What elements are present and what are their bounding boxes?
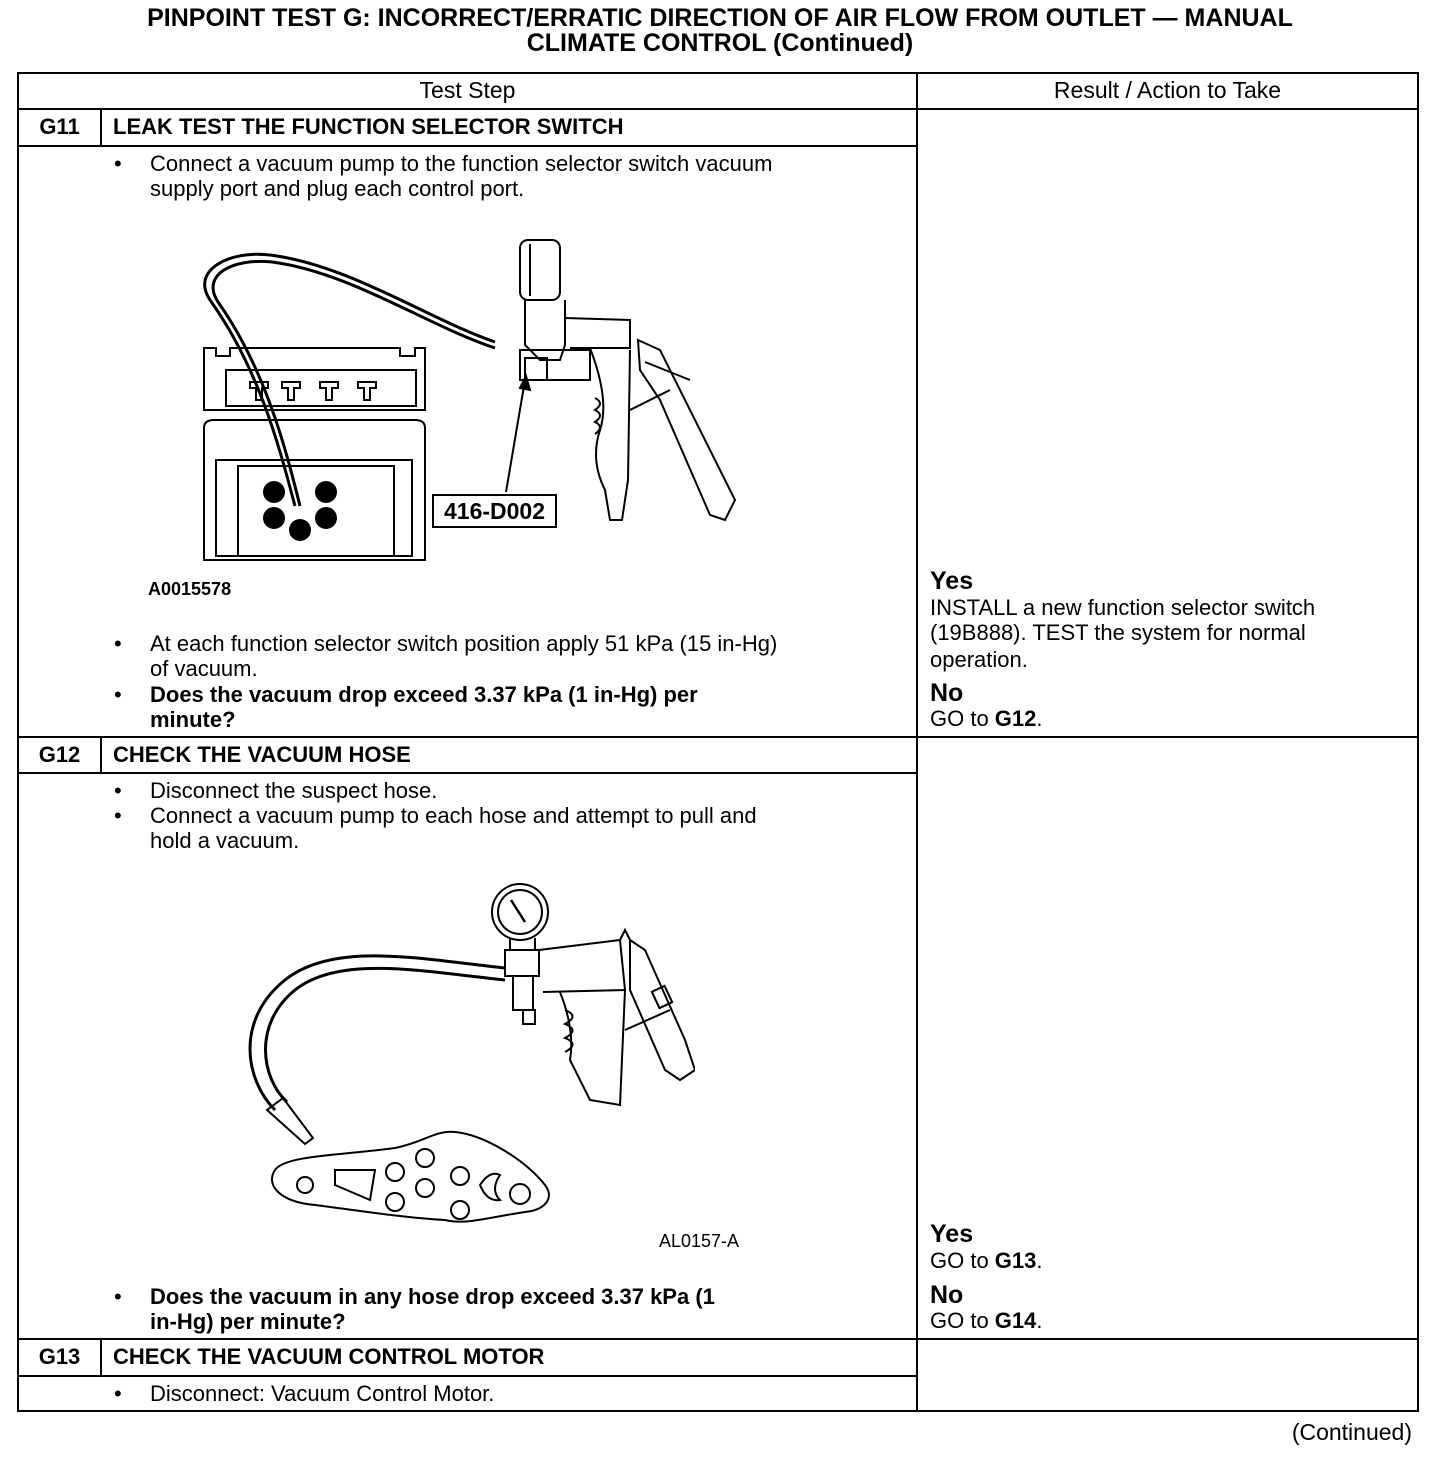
g11-yes-line-1: INSTALL a new function selector switch [930,595,1316,620]
g13-title-divider [17,1375,917,1377]
column-header-test-step: Test Step [419,77,516,103]
g11-bullet-1-line-2: supply port and plug each control port. [150,176,525,201]
g11-no-label: No [930,679,964,707]
g11-no-ref-link[interactable]: G12 [994,706,1037,731]
g11-row-divider [17,736,1419,738]
g11-yes-action: INSTALL a new function selector switch (… [930,595,1315,672]
bullet-marker: • [114,631,122,656]
g12-title-divider [17,772,917,774]
g12-bullet-2-line-2: hold a vacuum. [150,828,300,853]
g12-no-label: No [930,1281,964,1309]
g11-bullet-2: At each function selector switch positio… [150,631,777,681]
continued-note: (Continued) [1291,1419,1412,1445]
step-id-divider-g11 [100,108,102,146]
bullet-marker: • [114,1381,122,1406]
g11-bullet-2-line-2: of vacuum. [150,656,258,681]
bullet-marker: • [114,1284,122,1309]
g12-bullet-3-line-2: in-Hg) per minute? [150,1309,346,1334]
g12-no-ref-link[interactable]: G14 [994,1308,1037,1333]
g12-yes-action: GO to G13. [930,1248,1043,1273]
g11-vacuum-pump-illustration [203,239,737,561]
step-id-g11: G11 [39,114,80,139]
bullet-marker: • [114,778,122,803]
g11-yes-label: Yes [930,567,974,595]
step-id-divider-g13 [100,1338,102,1376]
g11-bullet-2-line-1: At each function selector switch positio… [150,631,778,656]
g11-no-end: . [1036,706,1043,731]
g12-no-end: . [1036,1308,1043,1333]
step-title-g12: CHECK THE VACUUM HOSE [113,742,411,767]
pinpoint-test-table [17,72,1419,1412]
g11-yes-line-2: (19B888). TEST the system for normal [930,620,1306,645]
g12-figure-code: AL0157-A [659,1231,740,1251]
g11-bullet-1-line-1: Connect a vacuum pump to the function se… [150,151,773,176]
g11-bullet-3-question: Does the vacuum drop exceed 3.37 kPa (1 … [150,682,698,732]
bullet-marker: • [114,682,122,707]
step-id-divider-g12 [100,736,102,773]
page-title: PINPOINT TEST G: INCORRECT/ERRATIC DIREC… [0,6,1440,56]
title-line-2: CLIMATE CONTROL (Continued) [526,29,914,57]
title-line-1: PINPOINT TEST G: INCORRECT/ERRATIC DIREC… [147,4,1293,32]
g12-row-divider [17,1338,1419,1340]
g12-bullet-3-question: Does the vacuum in any hose drop exceed … [150,1284,715,1334]
g12-yes-label: Yes [930,1220,974,1248]
g11-yes-line-3: operation. [930,647,1028,672]
bullet-marker: • [114,151,122,176]
g11-bullet-3-line-1: Does the vacuum drop exceed 3.37 kPa (1 … [150,682,698,707]
g11-no-text: GO to [930,706,995,731]
g12-bullet-1: Disconnect the suspect hose. [150,778,438,803]
step-title-g13: CHECK THE VACUUM CONTROL MOTOR [113,1344,545,1369]
g12-yes-ref-link[interactable]: G13 [994,1248,1037,1273]
column-header-result: Result / Action to Take [1053,77,1282,103]
step-id-g12: G12 [38,742,81,767]
g11-title-divider [17,145,917,147]
g12-bullet-2-line-1: Connect a vacuum pump to each hose and a… [150,803,757,828]
g11-no-action: GO to G12. [930,706,1043,731]
column-divider-result [916,72,918,1412]
step-title-g11: LEAK TEST THE FUNCTION SELECTOR SWITCH [113,114,624,139]
g11-bullet-1: Connect a vacuum pump to the function se… [150,151,772,201]
g13-bullet-1: Disconnect: Vacuum Control Motor. [150,1381,495,1406]
g12-no-text: GO to [930,1308,995,1333]
g12-yes-end: . [1036,1248,1043,1273]
g11-bullet-3-line-2: minute? [150,707,236,732]
g12-vacuum-hose-illustration [248,883,695,1223]
tool-callout-label: 416-D002 [432,494,558,528]
bullet-marker: • [114,803,122,828]
g12-bullet-2: Connect a vacuum pump to each hose and a… [150,803,757,853]
g12-yes-text: GO to [930,1248,995,1273]
header-divider [17,108,1419,110]
g11-figure-code: A0015578 [148,579,232,599]
step-id-g13: G13 [38,1344,81,1369]
g12-no-action: GO to G14. [930,1308,1043,1333]
g12-bullet-3-line-1: Does the vacuum in any hose drop exceed … [150,1284,715,1309]
